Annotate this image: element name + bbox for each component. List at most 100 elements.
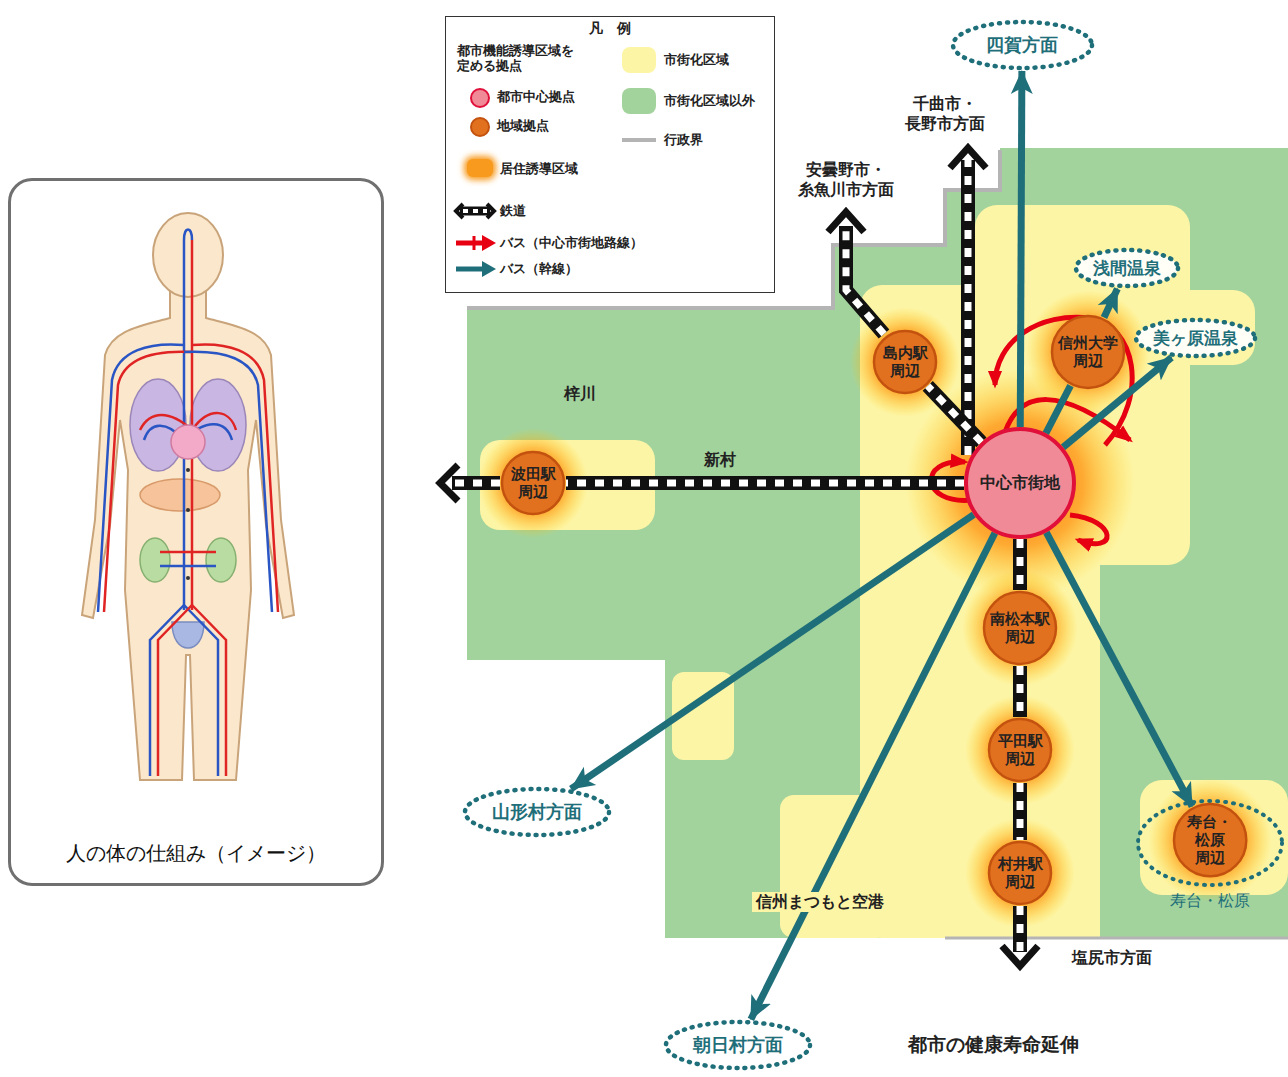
railway-connector [1020,783,1021,840]
legend-line-sample [620,130,664,150]
regional-hub: 南松本駅 周辺 [982,590,1058,666]
legend-swatch [622,88,656,114]
rail-ties [566,480,964,487]
railway-connector [566,483,964,484]
direction-label: 塩尻市方面 [1072,948,1152,968]
bus-line [1104,289,1117,318]
legend-text: バス（中心市街地路線） [500,235,643,251]
destination-ellipse: 美ヶ原温泉 [1133,317,1258,359]
bus-sample [456,241,486,246]
node-label: 信州大学 周辺 [1058,334,1118,370]
node-label: 村井駅 周辺 [998,855,1043,891]
administrative-boundary [945,937,1288,940]
node-label: 四賀方面 [986,34,1058,56]
legend-text: 居住誘導区域 [500,161,578,177]
regional-hub: 平田駅 周辺 [987,717,1053,783]
legend-heading: 凡 例 [589,20,631,38]
dotted-ellipse [953,22,1092,68]
legend-subheading: 都市機能誘導区域を定める拠点 [457,44,581,74]
rail-body [928,386,982,442]
rail-body [1013,666,1027,717]
rail-sample-head [456,204,463,218]
regional-hub: 波田駅 周辺 [500,450,566,516]
railway-connector [1019,666,1020,717]
figure-caption: 都市の健康寿命延伸 [908,1033,1079,1057]
bus-line [1046,386,1071,434]
hub-circle [989,719,1051,781]
rail-sample-head [487,204,494,218]
node-label: 中心市街地 [980,473,1060,492]
regional-hub: 信州大学 周辺 [1050,314,1126,390]
rail-sample [460,207,490,216]
destination-ellipse: 山形村方面 [462,786,612,838]
node-label: 朝日村方面 [693,1034,783,1056]
rail-ties [1016,539,1023,590]
direction-label: 安曇野市・ 糸魚川市方面 [798,160,894,200]
bus-line [1020,71,1022,427]
node-label: 平田駅 周辺 [998,732,1043,768]
legend-text: 市街化区域 [664,52,729,68]
hub-circle [989,842,1051,904]
center-circle [966,429,1074,537]
destination-ellipse: 浅間温泉 [1073,247,1181,289]
legend-text: 行政界 [664,132,703,148]
city-center-hub: 中心市街地 [964,427,1076,539]
rail-ties [1017,783,1024,840]
node-label: 美ヶ原温泉 [1153,328,1238,348]
body-silhouette [82,290,294,780]
bus-sample-tick [473,236,476,250]
trunk-bus-connector [1046,386,1071,434]
legend-line-sample [454,259,498,279]
area-name: 梓川 [564,384,596,404]
trunk-bus-connector [1104,289,1117,318]
regional-hub: 島内駅 周辺 [872,329,938,395]
place-name: 信州まつもと空港 [752,892,888,912]
kidney [140,538,170,582]
dotted-ellipse [1076,250,1178,286]
dotted-ellipse [465,789,609,835]
trunk-bus-connector [751,533,995,1019]
rail-ties [1016,666,1023,717]
legend-swatch [622,47,656,73]
node-label: 浅間温泉 [1093,258,1161,278]
rail-sample-ties [463,209,487,213]
panel-caption: 人の体の仕組み（イメージ） [66,841,326,865]
bus-line [1046,532,1192,806]
dotted-ellipse [1136,320,1255,356]
residential-induction-glow [478,290,1272,928]
caption-panel: 人の体の仕組み（イメージ） [8,178,384,886]
rail-body [1013,539,1027,590]
legend-line-sample [454,233,498,253]
railway-connector [928,386,982,442]
kidney [206,538,236,582]
direction-label: 千曲市・ 長野市方面 [905,94,985,134]
rail-ties [928,386,982,442]
boundary-sample [622,138,656,142]
trunk-bus-connector [1020,71,1022,427]
destination-ellipse: 四賀方面 [950,19,1095,71]
legend-line-sample [454,201,498,221]
bus-line [571,515,974,789]
rail-body [566,476,964,490]
bus-sample-head [482,235,496,251]
vessel-dots [186,468,190,580]
legend-swatch [470,117,490,137]
hub-circle [1174,804,1246,876]
hub-circle [874,331,936,393]
trunk-bus-connector [571,515,974,789]
regional-hub: 寿台・松原 周辺 [1172,802,1248,878]
heart [171,425,205,459]
bus-sample [456,267,486,272]
legend-text: バス（幹線） [500,261,578,277]
head [153,213,223,297]
bladder [172,622,204,648]
area-name: 新村 [704,450,736,470]
railway-connector [1019,539,1020,590]
hub-circle [502,452,564,514]
node-label: 島内駅 周辺 [883,344,928,380]
regional-hub: 村井駅 周辺 [987,840,1053,906]
node-label: 波田駅 周辺 [511,465,556,501]
legend-text: 市街化区域以外 [664,93,755,109]
area-outline [1138,801,1282,885]
